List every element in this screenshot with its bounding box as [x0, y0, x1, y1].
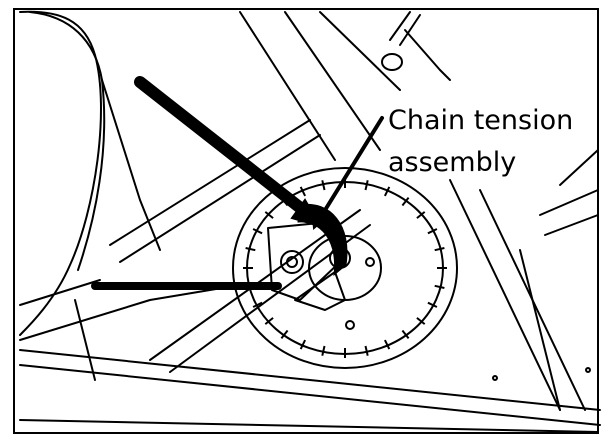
flywheel-slot	[364, 345, 369, 356]
flywheel-slot	[384, 339, 391, 350]
flywheel-slot	[299, 186, 306, 197]
callout-leader-line	[320, 116, 384, 217]
callout-leader-head	[310, 206, 332, 231]
flywheel-slot	[264, 211, 274, 219]
callout-line-2: assembly	[388, 147, 517, 178]
flywheel-slot	[434, 284, 445, 289]
flywheel-slot	[384, 186, 391, 197]
flywheel-slot	[416, 211, 426, 219]
flywheel-slot	[427, 301, 438, 308]
flywheel-slot	[427, 228, 438, 235]
callout-label: Chain tension assembly	[388, 100, 573, 184]
flywheel-slot	[299, 339, 306, 350]
flywheel-slot	[321, 345, 326, 356]
flywheel-slot	[321, 180, 326, 191]
callout-line-1: Chain tension	[388, 105, 574, 136]
flywheel-slot	[280, 329, 289, 340]
flywheel-slot	[401, 329, 410, 340]
flywheel-slot	[264, 317, 274, 325]
flywheel-slot	[252, 301, 263, 308]
pointer-arrow-upper	[134, 76, 309, 216]
flywheel-slot	[252, 228, 263, 235]
flywheel-slot	[416, 317, 426, 325]
flywheel-slot	[245, 247, 256, 252]
flywheel-slot	[364, 180, 369, 191]
callout-arrows	[91, 76, 384, 290]
flywheel-slot	[434, 247, 445, 252]
flywheel-slot	[401, 196, 410, 207]
